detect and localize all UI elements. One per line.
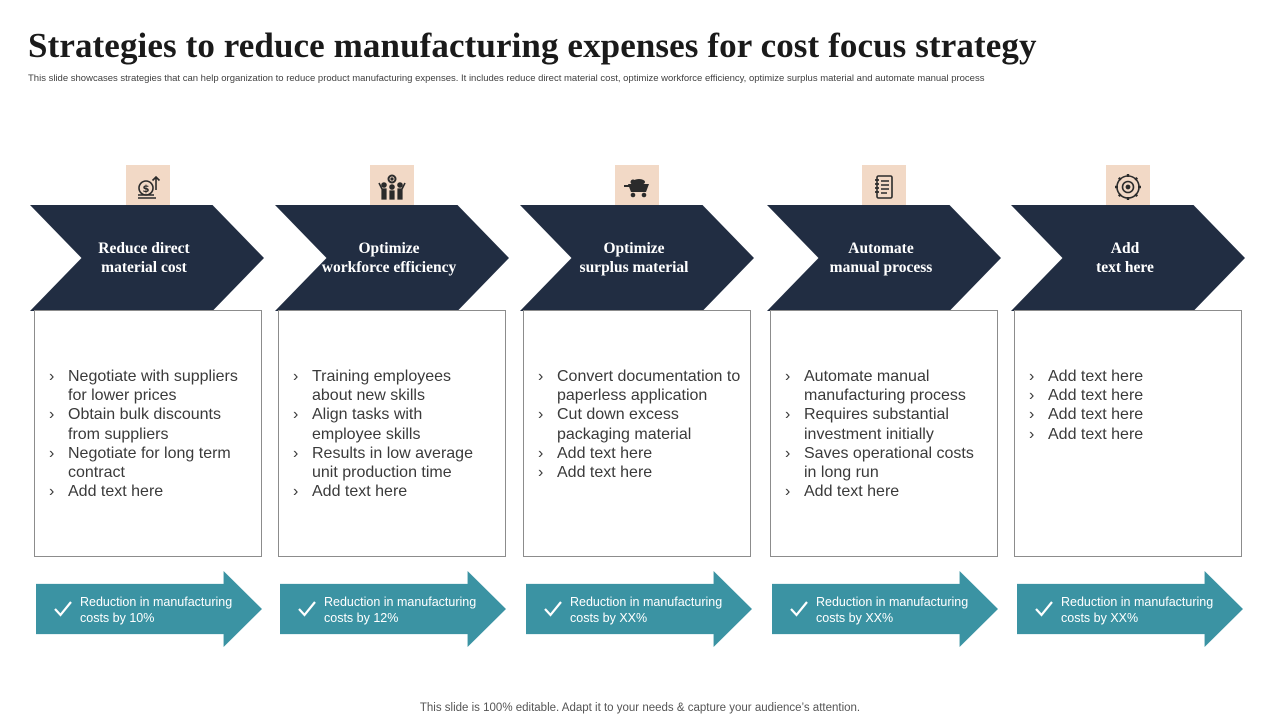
team-gears-icon xyxy=(370,165,414,209)
svg-text:$: $ xyxy=(143,184,150,195)
list-item: Add text here xyxy=(785,482,989,501)
list-item: Add text here xyxy=(49,482,253,501)
strategy-heading: Optimize surplus material xyxy=(579,240,689,276)
strategy-heading: Optimize workforce efficiency xyxy=(321,240,457,276)
result-text: Reduction in manufacturing costs by 12% xyxy=(324,595,477,625)
result-arrow: Reduction in manufacturing costs by XX% xyxy=(526,571,752,647)
result-text: Reduction in manufacturing costs by XX% xyxy=(816,595,969,625)
footer-note: This slide is 100% editable. Adapt it to… xyxy=(419,702,861,714)
result-arrow: Reduction in manufacturing costs by XX% xyxy=(1017,571,1243,647)
strategy-column-3: Optimize surplus material Convert docume… xyxy=(520,0,760,720)
page-title: Strategies to reduce manufacturing expen… xyxy=(28,26,1037,65)
strategy-heading: Reduce direct material cost xyxy=(98,240,190,276)
result-arrow: Reduction in manufacturing costs by 10% xyxy=(36,571,262,647)
check-icon xyxy=(790,601,808,617)
check-icon xyxy=(54,601,72,617)
strategy-chevron: Optimize workforce efficiency xyxy=(275,205,509,311)
gear-cycle-icon xyxy=(1106,165,1150,209)
list-item: Add text here xyxy=(1029,367,1233,386)
list-item: Add text here xyxy=(1029,425,1233,444)
result-arrow: Reduction in manufacturing costs by 12% xyxy=(280,571,506,647)
list-item: Add text here xyxy=(538,463,742,482)
strategy-column-5: Add text here Add text here Add text her… xyxy=(1011,0,1251,720)
check-icon xyxy=(1035,601,1053,617)
strategy-column-4: Automate manual process Automate manualm… xyxy=(767,0,1007,720)
result-arrow: Reduction in manufacturing costs by XX% xyxy=(772,571,998,647)
strategy-heading: Add text here xyxy=(1096,240,1154,276)
result-text: Reduction in manufacturing costs by XX% xyxy=(570,595,723,625)
result-text: Reduction in manufacturing costs by XX% xyxy=(1061,595,1214,625)
strategy-chevron: Automate manual process xyxy=(767,205,1001,311)
strategy-chevron: Optimize surplus material xyxy=(520,205,754,311)
list-item: Add text here xyxy=(293,482,497,501)
list-item: Add text here xyxy=(538,444,742,463)
strategy-column-1: $ Reduce direct material cost Negotiate … xyxy=(30,0,270,720)
notebook-icon xyxy=(862,165,906,209)
check-icon xyxy=(298,601,316,617)
strategy-heading: Automate manual process xyxy=(829,240,933,276)
mining-cart-icon xyxy=(615,165,659,209)
page-subtitle: This slide showcases strategies that can… xyxy=(28,73,985,84)
list-item: Add text here xyxy=(1029,386,1233,405)
strategy-chevron: Reduce direct material cost xyxy=(30,205,264,311)
result-text: Reduction in manufacturing costs by 10% xyxy=(80,595,233,625)
strategy-column-2: Optimize workforce efficiency Training e… xyxy=(275,0,515,720)
strategy-card: Add text here Add text here Add text her… xyxy=(1014,310,1242,557)
money-growth-icon: $ xyxy=(126,165,170,209)
strategy-chevron: Add text here xyxy=(1011,205,1245,311)
check-icon xyxy=(544,601,562,617)
list-item: Add text here xyxy=(1029,405,1233,424)
